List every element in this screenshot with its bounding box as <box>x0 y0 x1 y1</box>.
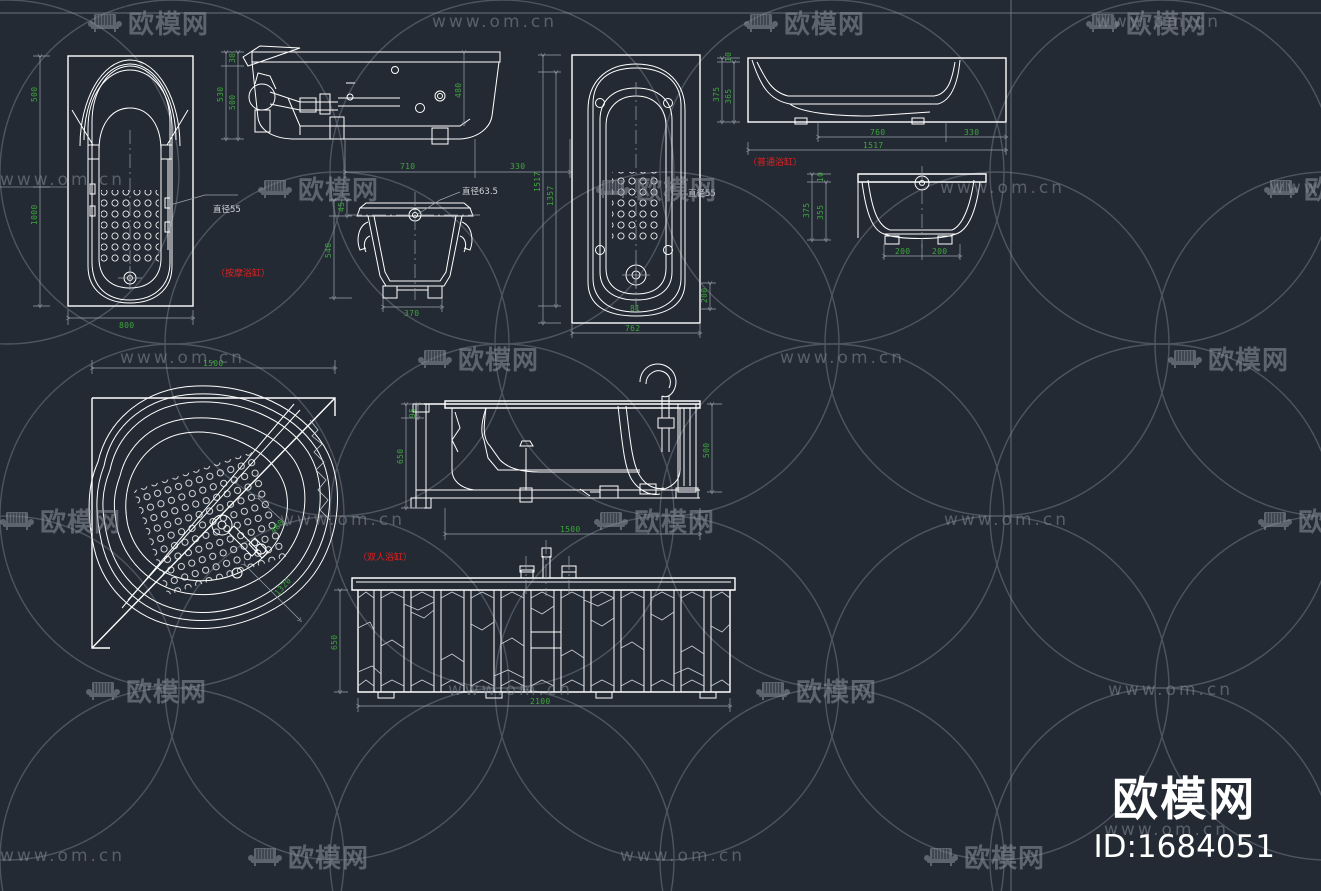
dim-760: 760 <box>870 128 885 137</box>
dim-30: 30 <box>228 53 237 63</box>
annotation-diameter-55: 直径55 <box>213 204 241 215</box>
dim-1517-plan: 1517 <box>533 172 542 192</box>
dim-500-twin: 500 <box>702 443 711 458</box>
dim-45: 45 <box>337 202 346 212</box>
dim-500-left: 500 <box>30 87 39 102</box>
view-standard-tub-side: 375 365 10 760 330 1517 （普通浴缸） <box>712 52 1006 168</box>
dim-800-bottom: 800 <box>119 321 134 330</box>
dim-370: 370 <box>404 309 419 318</box>
dim-200-plan: 200 <box>700 288 709 303</box>
dim-10-side: 10 <box>724 52 733 62</box>
dim-200-a: 200 <box>895 247 910 256</box>
dim-2100: 2100 <box>530 697 550 706</box>
view-twin-tub-front: 650 2100 <box>330 540 736 712</box>
dim-10-end: 10 <box>816 172 825 182</box>
view-massage-tub-side: 530 500 30 480 710 330 （按摩浴缸） <box>216 45 570 279</box>
dim-1357-plan: 1357 <box>546 186 555 206</box>
label-standard-tub: （普通浴缸） <box>748 156 802 168</box>
dim-95: 95 <box>408 408 417 418</box>
view-corner-tub-plan: 1500 480 1320 <box>88 359 338 649</box>
dim-540: 540 <box>324 243 333 258</box>
dim-200-b: 200 <box>932 247 947 256</box>
dim-500-side: 500 <box>228 95 237 110</box>
label-massage-tub: （按摩浴缸） <box>216 267 270 279</box>
dim-1500-twin: 1500 <box>560 525 580 534</box>
label-twin-tub: （双人浴缸） <box>358 551 412 563</box>
dim-530: 530 <box>216 87 225 102</box>
dim-762: 762 <box>625 324 640 333</box>
dim-355: 355 <box>816 205 825 220</box>
view-standard-tub-end: 375 355 10 200 200 <box>802 166 987 260</box>
dim-375-side: 375 <box>712 87 721 102</box>
dim-1500-corner: 1500 <box>203 359 223 368</box>
annotation-diameter-55-b: 直径55 <box>688 188 716 199</box>
dim-1000-left: 1000 <box>30 205 39 225</box>
dim-650-front: 650 <box>330 635 339 650</box>
dim-330-side: 330 <box>964 128 979 137</box>
dim-365: 365 <box>724 89 733 104</box>
dim-480: 480 <box>454 83 463 98</box>
site-logo-text: 欧模网 <box>1112 772 1257 826</box>
site-id-badge: 欧模网 ID:1684051 <box>1093 776 1275 863</box>
view-massage-tub-end: 直径63.5 540 45 370 <box>324 186 498 318</box>
dim-1320-corner: 1320 <box>273 576 293 597</box>
dim-710: 710 <box>400 162 415 171</box>
dim-81: 81 <box>630 304 640 313</box>
view-standard-tub-plan: 直径55 1517 1357 762 81 200 <box>533 52 716 338</box>
view-massage-tub-plan: 直径55 500 1000 800 <box>30 56 241 330</box>
dim-375-end: 375 <box>802 203 811 218</box>
dim-650-side: 650 <box>396 449 405 464</box>
model-id-text: ID:1684051 <box>1093 829 1275 865</box>
dim-1517-side: 1517 <box>863 141 883 150</box>
view-twin-tub-side: 650 95 500 1500 （双人浴缸） <box>358 363 722 563</box>
dim-330: 330 <box>510 162 525 171</box>
annotation-diameter-63-5: 直径63.5 <box>462 186 498 197</box>
